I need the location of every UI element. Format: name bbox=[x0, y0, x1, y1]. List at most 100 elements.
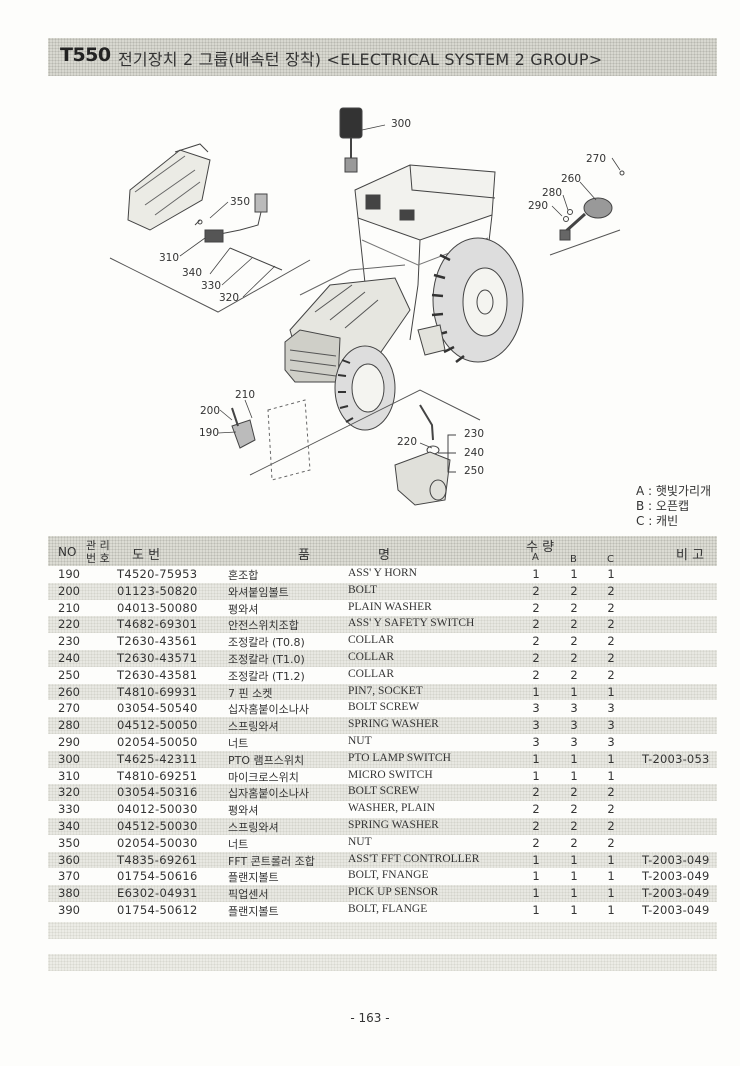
cell-en: MICRO SWITCH bbox=[348, 768, 433, 781]
cell-a: 3 bbox=[532, 734, 540, 749]
cell-a: 2 bbox=[532, 802, 540, 817]
cell-b: 1 bbox=[570, 684, 578, 699]
legend-b: B : 오픈캡 bbox=[636, 499, 690, 513]
cell-b: 1 bbox=[570, 768, 578, 783]
cell-kr: 조정칼라 (T0.8) bbox=[228, 636, 305, 650]
cell-b: 1 bbox=[570, 886, 578, 901]
cell-b: 2 bbox=[570, 600, 578, 615]
blank-row bbox=[48, 954, 717, 971]
cell-b: 3 bbox=[570, 734, 578, 749]
tractor-grille bbox=[284, 329, 341, 383]
cell-part: 03054-50540 bbox=[117, 701, 198, 716]
cell-en: WASHER, PLAIN bbox=[348, 802, 435, 815]
cell-a: 1 bbox=[532, 902, 540, 917]
legend-c: C : 캐빈 bbox=[636, 514, 679, 528]
cell-en: SPRING WASHER bbox=[348, 818, 439, 831]
cell-b: 1 bbox=[570, 751, 578, 766]
header-drawing: 도 번 bbox=[132, 548, 161, 563]
cell-a: 2 bbox=[532, 667, 540, 682]
cell-no: 270 bbox=[58, 701, 80, 716]
cell-part: T4625-42311 bbox=[117, 751, 198, 766]
cell-c: 3 bbox=[607, 701, 615, 716]
callout-290: 290 bbox=[528, 200, 548, 212]
cell-no: 290 bbox=[58, 734, 80, 749]
cell-b: 2 bbox=[570, 650, 578, 665]
legend-a: A : 햇빛가리개 bbox=[636, 484, 712, 498]
cell-kr: 십자홈붙이소나사 bbox=[228, 787, 309, 801]
cell-b: 1 bbox=[570, 902, 578, 917]
header-mgmt-bottom: 번 호 bbox=[86, 552, 110, 565]
cell-kr: 플랜지볼트 bbox=[228, 904, 279, 918]
cell-a: 3 bbox=[532, 718, 540, 733]
cell-part: 04012-50030 bbox=[117, 802, 198, 817]
cell-no: 190 bbox=[58, 567, 80, 581]
cell-kr: 플랜지볼트 bbox=[228, 871, 279, 885]
callout-260: 260 bbox=[561, 173, 581, 185]
cell-kr: 와셔붙임볼트 bbox=[228, 585, 289, 599]
parts-diagram: 300 270 260 280 290 350 310 340 330 320 … bbox=[109, 107, 625, 506]
cell-en: PIN7, SOCKET bbox=[348, 684, 423, 697]
cell-rm: T-2003-049 bbox=[642, 869, 710, 884]
cell-c: 1 bbox=[607, 852, 615, 867]
cell-part: T4810-69251 bbox=[117, 768, 198, 783]
callout-200: 200 bbox=[200, 405, 220, 417]
cell-part: T2630-43561 bbox=[117, 634, 198, 649]
cell-en: BOLT, FNANGE bbox=[348, 869, 429, 882]
cell-no: 360 bbox=[58, 852, 80, 867]
header-item: 품 bbox=[298, 548, 310, 563]
cell-a: 1 bbox=[532, 751, 540, 766]
cell-b: 3 bbox=[570, 718, 578, 733]
cell-no: 350 bbox=[58, 835, 80, 850]
cell-part: 02054-50030 bbox=[117, 835, 198, 850]
cell-en: PICK UP SENSOR bbox=[348, 886, 439, 899]
cell-b: 1 bbox=[570, 869, 578, 884]
cell-c: 1 bbox=[607, 684, 615, 699]
cell-kr: 너트 bbox=[228, 837, 249, 851]
cell-a: 2 bbox=[532, 583, 540, 598]
cell-kr: PTO 램프스위치 bbox=[228, 753, 305, 767]
cell-b: 2 bbox=[570, 785, 578, 800]
cell-part: 01754-50612 bbox=[117, 902, 198, 917]
cell-a: 1 bbox=[532, 886, 540, 901]
cell-no: 330 bbox=[58, 802, 80, 817]
cell-c: 2 bbox=[607, 634, 615, 649]
model-code: T550 bbox=[60, 44, 111, 66]
cell-no: 320 bbox=[58, 785, 80, 800]
cell-en: ASS' Y HORN bbox=[348, 567, 417, 579]
cell-b: 3 bbox=[570, 701, 578, 716]
cell-kr: 스프링와셔 bbox=[228, 720, 279, 734]
cell-a: 2 bbox=[532, 634, 540, 649]
cell-en: PTO LAMP SWITCH bbox=[348, 751, 451, 764]
callout-270: 270 bbox=[586, 153, 606, 165]
variant-legend: A : 햇빛가리개 B : 오픈캡 C : 캐빈 bbox=[636, 484, 711, 529]
cell-a: 2 bbox=[532, 600, 540, 615]
callout-230: 230 bbox=[464, 428, 484, 440]
cell-c: 2 bbox=[607, 785, 615, 800]
callout-280: 280 bbox=[542, 187, 562, 199]
cell-a: 2 bbox=[532, 650, 540, 665]
cell-part: 03054-50316 bbox=[117, 785, 198, 800]
cell-no: 200 bbox=[58, 583, 80, 598]
cell-kr: 마이크로스위치 bbox=[228, 770, 299, 784]
cell-kr: 안전스위치조합 bbox=[228, 619, 299, 633]
cell-b: 2 bbox=[570, 583, 578, 598]
cell-no: 230 bbox=[58, 634, 80, 649]
micro-switch bbox=[204, 229, 224, 243]
cell-c: 1 bbox=[607, 902, 615, 917]
cell-part: T2630-43581 bbox=[117, 667, 198, 682]
cell-a: 1 bbox=[532, 852, 540, 867]
blank-row bbox=[48, 922, 717, 939]
cell-b: 2 bbox=[570, 835, 578, 850]
cell-part: E6302-04931 bbox=[117, 886, 198, 901]
callout-190: 190 bbox=[199, 427, 219, 439]
cell-a: 2 bbox=[532, 785, 540, 800]
cell-b: 2 bbox=[570, 667, 578, 682]
